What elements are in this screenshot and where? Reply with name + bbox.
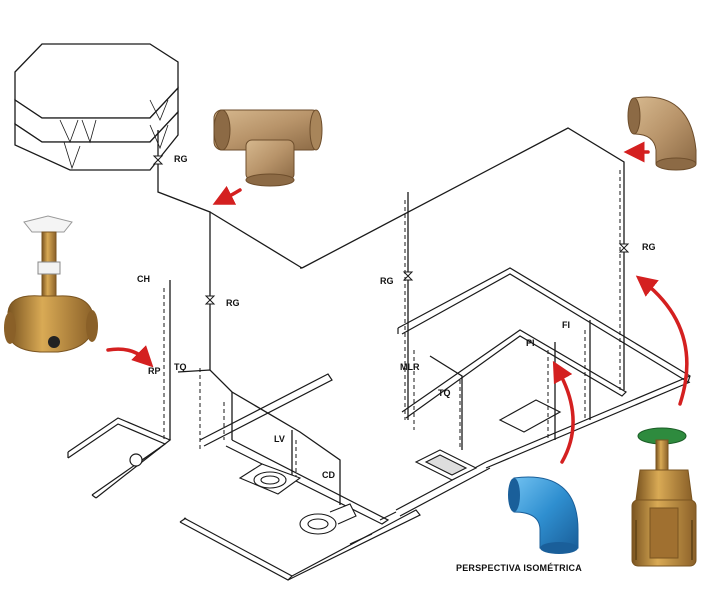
label-mlr: MLR [400,362,420,372]
label-rg-middle: RG [226,298,240,308]
floor-plan [67,267,691,581]
gate-valve-icon [631,427,697,567]
label-rg-right: RG [642,242,656,252]
toilet [299,503,357,535]
elbow-fitting-icon [627,96,697,171]
dashed-piping [163,170,621,480]
label-rp: RP [148,366,161,376]
small-vents [349,511,397,545]
floor-drain [129,447,161,467]
water-tank [14,43,179,171]
label-pi: PI [526,338,535,348]
label-tq-right: TQ [438,388,451,398]
valve-symbols [152,155,630,305]
blue-elbow-fitting-icon [508,476,579,554]
label-fi: FI [562,320,570,330]
label-rg-top: RG [174,154,188,164]
diagram-title: PERSPECTIVA ISOMÉTRICA [456,563,582,573]
label-ch: CH [137,274,150,284]
lavatory-sink [238,463,302,495]
globe-valve-icon [4,215,98,353]
main-piping [157,127,625,505]
kitchen-sink [414,449,478,481]
red-arrow-icon [106,141,689,464]
label-rg-mlr: RG [380,276,394,286]
tee-fitting-icon [213,109,323,187]
label-cd: CD [322,470,335,480]
label-tq-left: TQ [174,362,187,372]
label-lv: LV [274,434,285,444]
